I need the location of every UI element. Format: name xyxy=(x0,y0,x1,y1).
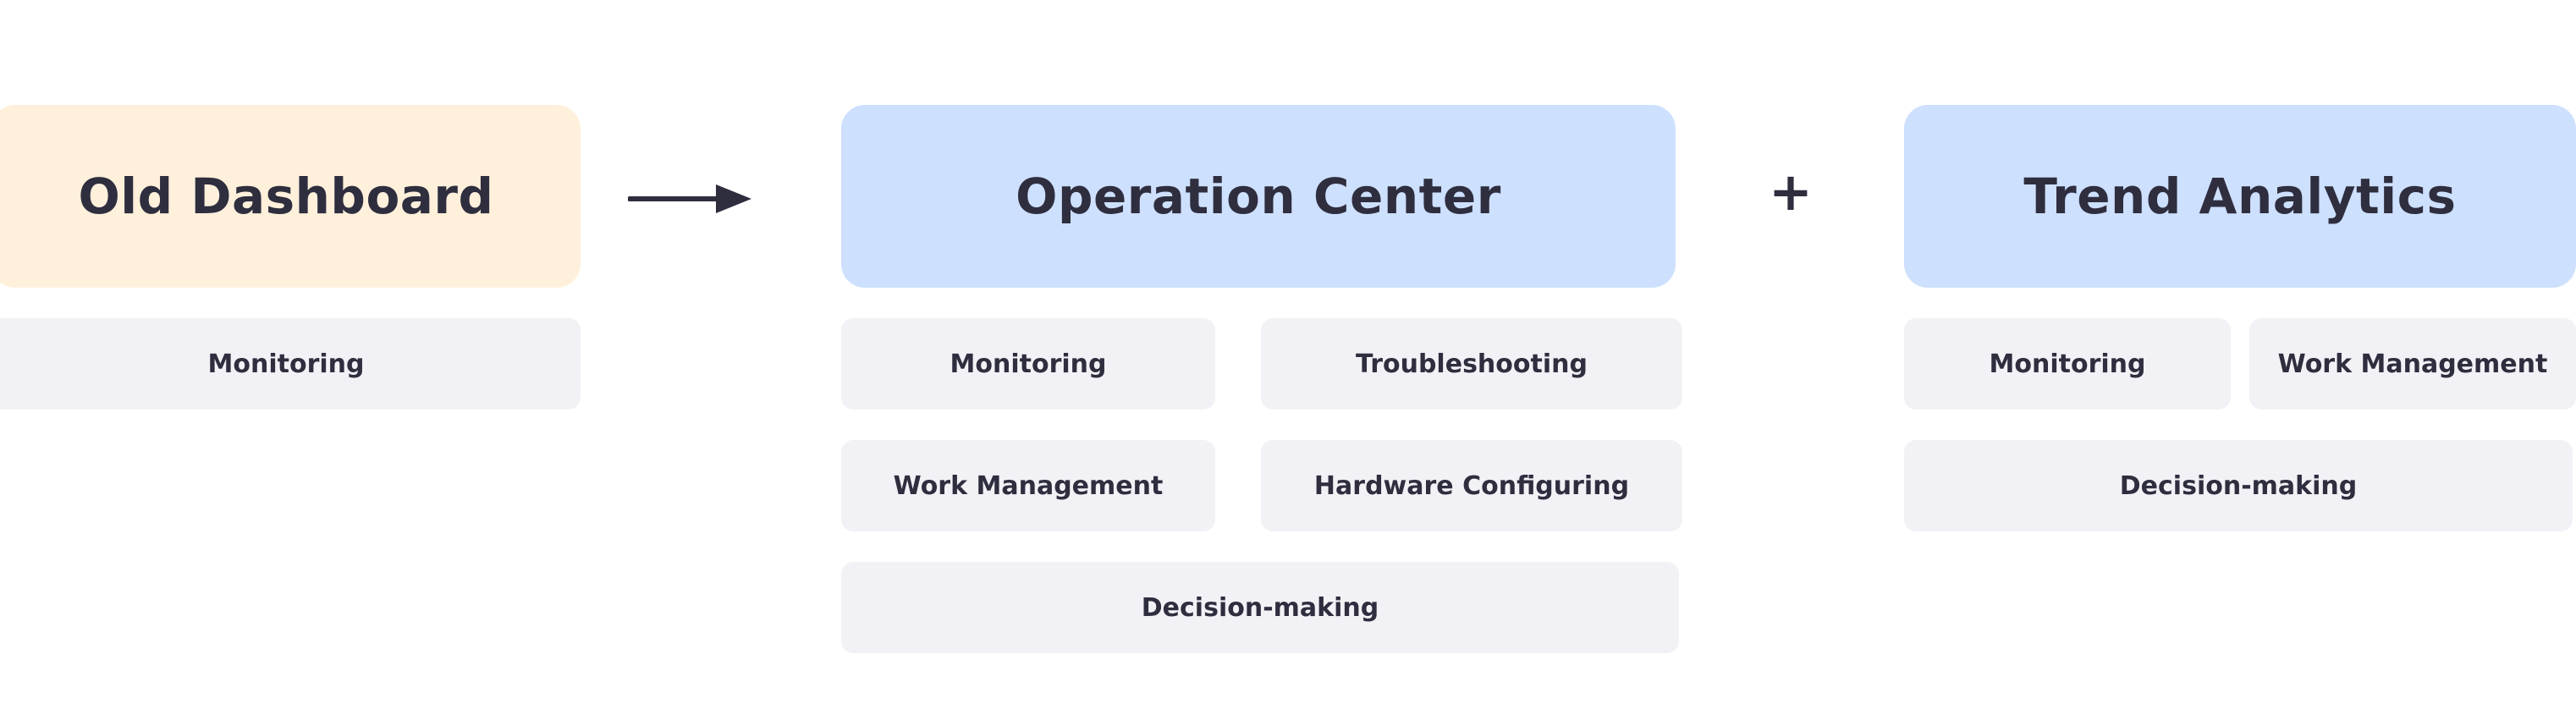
operation-center-feature-troubleshooting: Troubleshooting xyxy=(1261,318,1682,410)
right-arrow-icon xyxy=(628,184,751,213)
operation-center-feature-decision-making: Decision-making xyxy=(841,562,1679,653)
feature-label: Monitoring xyxy=(949,349,1107,379)
operation-center-title: Operation Center xyxy=(1016,168,1501,225)
feature-label: Monitoring xyxy=(207,349,365,379)
old-dashboard-feature-monitoring: Monitoring xyxy=(0,318,581,410)
plus-symbol: + xyxy=(1769,161,1813,223)
trend-analytics-feature-work-management: Work Management xyxy=(2249,318,2576,410)
feature-label: Hardware Configuring xyxy=(1313,470,1630,501)
trend-analytics-header: Trend Analytics xyxy=(1904,105,2576,288)
feature-label: Work Management xyxy=(2277,349,2548,379)
trend-analytics-title: Trend Analytics xyxy=(2023,168,2457,225)
trend-analytics-feature-decision-making: Decision-making xyxy=(1904,440,2573,531)
feature-label: Decision-making xyxy=(2119,470,2358,501)
feature-label: Work Management xyxy=(893,470,1164,501)
operation-center-header: Operation Center xyxy=(841,105,1676,288)
operation-center-feature-monitoring: Monitoring xyxy=(841,318,1215,410)
operation-center-feature-work-management: Work Management xyxy=(841,440,1215,531)
old-dashboard-header: Old Dashboard xyxy=(0,105,581,288)
feature-label: Troubleshooting xyxy=(1356,349,1588,379)
trend-analytics-feature-monitoring: Monitoring xyxy=(1904,318,2231,410)
feature-label: Monitoring xyxy=(1989,349,2146,379)
feature-label: Decision-making xyxy=(1141,592,1379,623)
old-dashboard-title: Old Dashboard xyxy=(78,168,494,225)
plus-icon: + xyxy=(1764,165,1818,219)
operation-center-feature-hardware-configuring: Hardware Configuring xyxy=(1261,440,1682,531)
